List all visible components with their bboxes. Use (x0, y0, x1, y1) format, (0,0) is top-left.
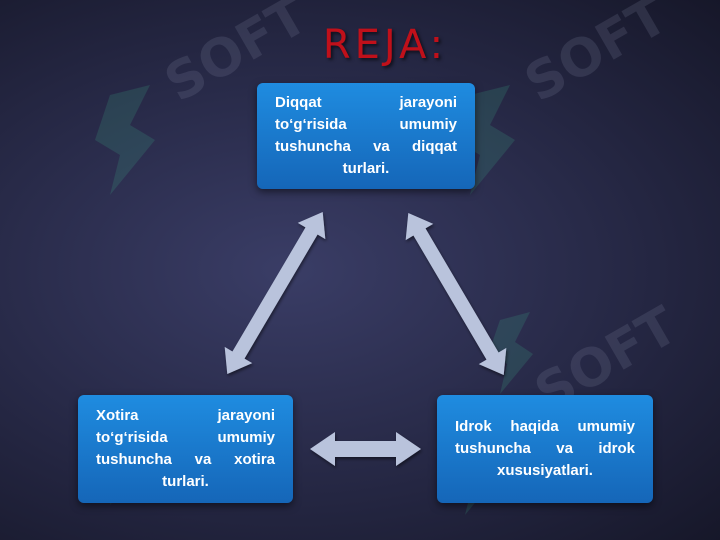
diagram-box-idrok: Idrok haqida umumiy tushuncha va idrok x… (437, 395, 653, 503)
box-text-xotira: Xotira jarayoni to‘g‘risida umumiy tushu… (96, 407, 275, 490)
slide-title: REJA: (322, 22, 448, 68)
box-text-diqqat: Diqqat jarayoni to‘g‘risida umumiy tushu… (275, 94, 457, 177)
double-arrow-bottom (310, 432, 421, 466)
double-arrow-top-left (224, 212, 326, 374)
diagram-box-xotira: Xotira jarayoni to‘g‘risida umumiy tushu… (78, 395, 293, 503)
box-text-idrok: Idrok haqida umumiy tushuncha va idrok x… (455, 418, 635, 479)
diagram-box-diqqat: Diqqat jarayoni to‘g‘risida umumiy tushu… (257, 83, 475, 189)
double-arrow-top-right (405, 213, 507, 375)
